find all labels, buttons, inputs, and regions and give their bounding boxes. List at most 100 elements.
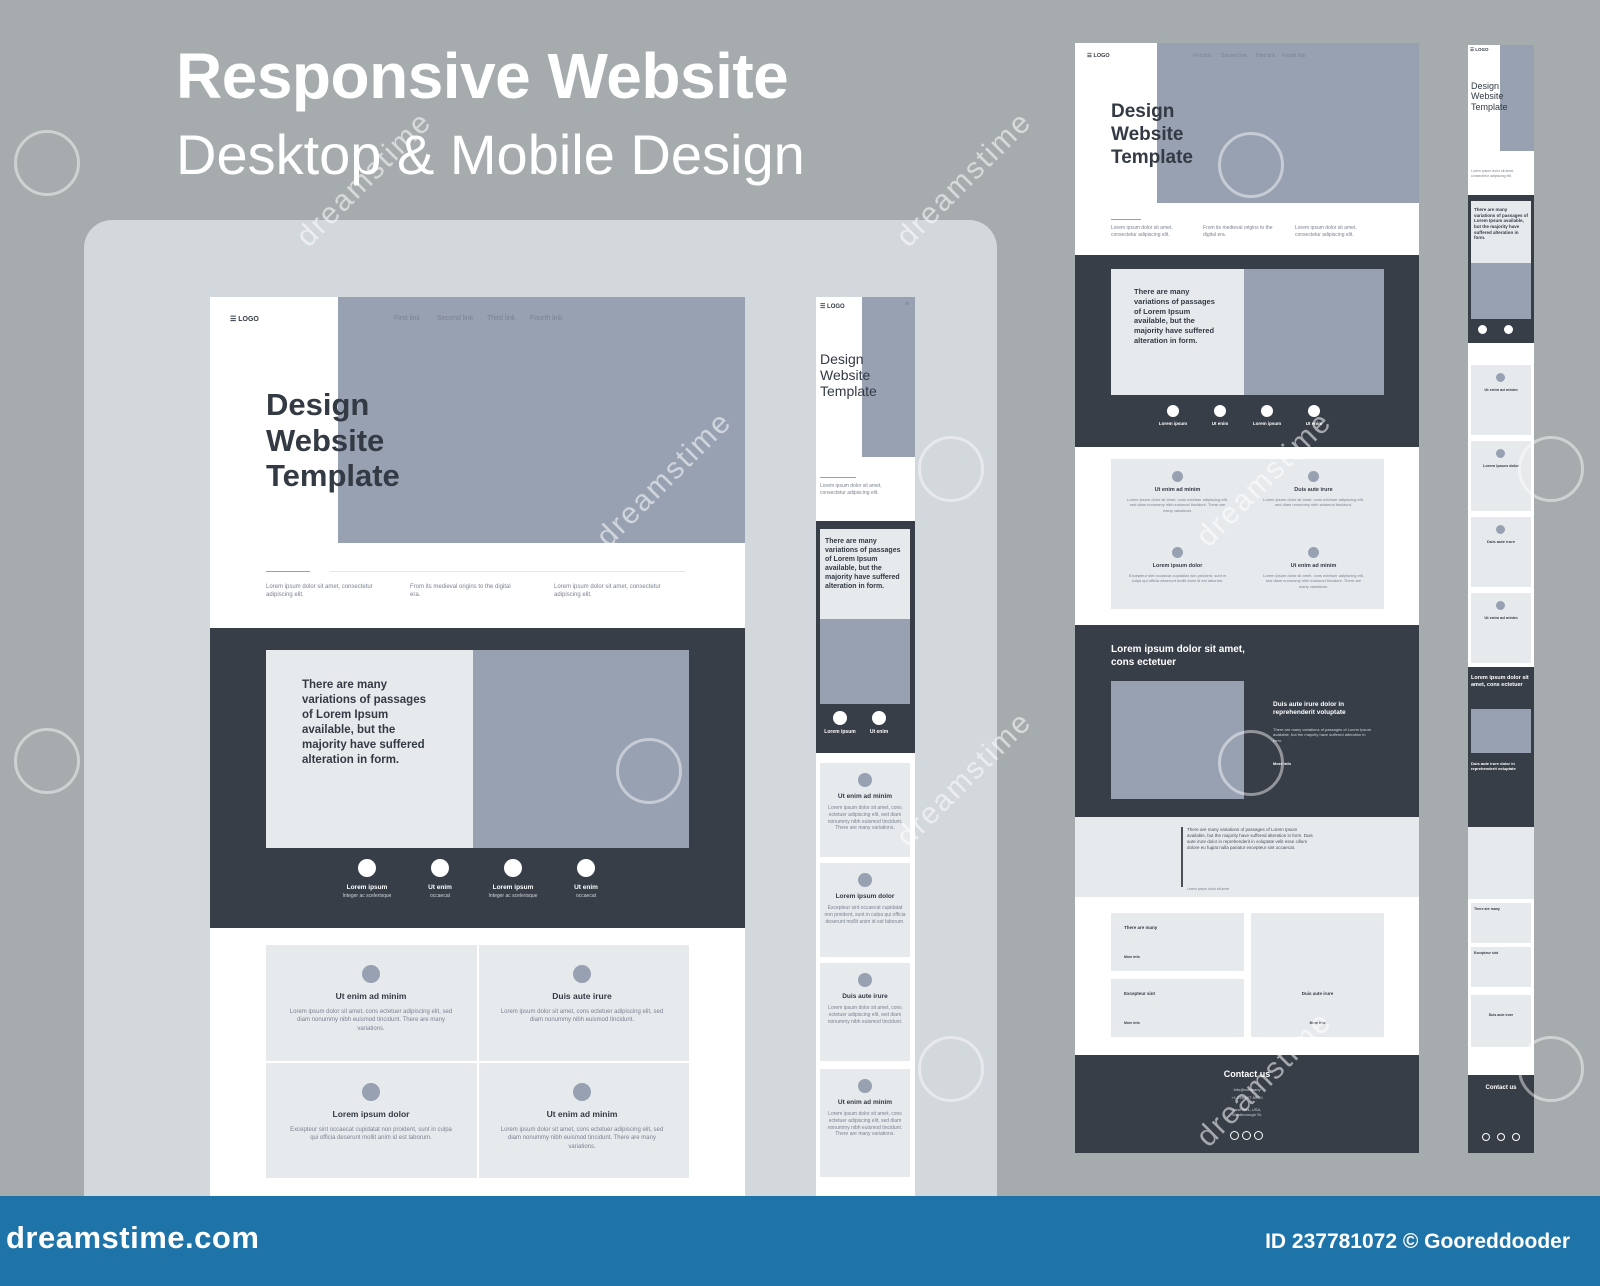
card-title-2: Duis aute irure [552, 991, 612, 1001]
card-title-3: Lorem ipsum dolor [332, 1109, 410, 1119]
watermark-spiral-icon [1218, 730, 1284, 796]
divider [330, 571, 685, 572]
tablet-article-subheading: Duis aute irure dolor in reprehenderit v… [1273, 701, 1346, 717]
tablet-small-card-more-1[interactable]: More info [1124, 955, 1140, 959]
tablet-nav-1[interactable]: First link [1193, 53, 1212, 59]
narrow-small-card-1 [1471, 903, 1531, 943]
tablet-intro-1: Lorem ipsum dolor sit amet, consectetur … [1111, 225, 1173, 238]
tablet-small-card-title-1: There are many [1124, 925, 1158, 930]
tablet-small-card-more-2[interactable]: More info [1124, 1021, 1140, 1025]
narrow-intro: Lorem ipsum dolor sit amet, consectetur … [1471, 169, 1515, 178]
feature-text-box [266, 650, 473, 848]
tablet-nav-3[interactable]: Third link [1255, 53, 1276, 59]
narrow-contact-title: Contact us [1485, 1085, 1517, 1091]
tablet-quote-link[interactable]: Lorem ipsum dolor sit amet [1187, 887, 1230, 891]
logo[interactable]: ☰ LOGO [230, 316, 259, 323]
tablet-contact-line-1: Info@company [1233, 1087, 1261, 1092]
tablet-card-title-2: Duis aute irure [1294, 487, 1333, 493]
card-icon-3 [362, 1083, 380, 1101]
tablet-small-card-more-3[interactable]: More info [1309, 1021, 1326, 1025]
mobile-logo[interactable]: ☰ LOGO [820, 304, 845, 310]
tablet-contact-line-2: +1 234 567 89 90 [1231, 1095, 1263, 1100]
divider [266, 571, 310, 572]
narrow-small-card-3 [1471, 995, 1531, 1047]
tablet-small-card-2 [1251, 913, 1384, 1037]
tablet-card-text-3: Excepteur sint occaecat cupidatat non pr… [1128, 573, 1227, 584]
tablet-nav-4[interactable]: Fourth link [1282, 53, 1306, 59]
mobile-icon-2 [872, 711, 886, 725]
icon-circle-2 [431, 859, 449, 877]
icon-sub-4: occaecat [575, 893, 596, 899]
intro-column-2: From its medieval origins to the digital… [410, 584, 511, 599]
tablet-quote-section [1075, 817, 1419, 897]
card-text-4: Lorem ipsum dolor sit amet, cons ectetue… [500, 1127, 664, 1150]
tablet-nav-2[interactable]: Second link [1221, 53, 1247, 59]
watermark-spiral-icon [1518, 436, 1584, 502]
mobile-card-title-1: Ut enim ad minim [837, 793, 893, 800]
tablet-card-text-1: Lorem ipsum dolor sit amet, cons ectetue… [1127, 497, 1228, 513]
nav-link-third[interactable]: Third link [487, 315, 516, 322]
narrow-small-card-title-1: There are many [1474, 907, 1500, 911]
mobile-feature-section: There are many variations of passages of… [816, 521, 915, 753]
nav-link-second[interactable]: Second link [437, 315, 474, 322]
social-icon-3[interactable] [1254, 1131, 1263, 1140]
divider [1111, 219, 1141, 220]
tablet-contact-section: Contact us Info@company +1 234 567 89 90… [1075, 1055, 1419, 1153]
tablet-intro-3: Lorem ipsum dolor sit amet, consectetur … [1295, 225, 1357, 238]
mobile-feature-text: There are many variations of passages of… [825, 538, 901, 591]
tablet-small-card-1 [1111, 913, 1244, 971]
narrow-feature-text: There are many variations of passages of… [1474, 207, 1529, 241]
nav-link-fourth[interactable]: Fourth link [530, 315, 563, 322]
mobile-card-icon-4 [858, 1079, 872, 1093]
tablet-card-text-2: Lorem ipsum dolor sit amet, cons ectetue… [1263, 497, 1364, 508]
mobile-card-icon-1 [858, 773, 872, 787]
mobile-icon-label-2: Ut enim [869, 729, 889, 735]
icon-label-2: Ut enim [428, 884, 452, 891]
tablet-contact-title: Contact us [1223, 1069, 1271, 1079]
narrow-card-icon-3 [1496, 525, 1505, 534]
narrow-social-icon-1[interactable] [1482, 1133, 1490, 1141]
footer-bar: dreamstime.com ID 237781072 © Gooreddood… [0, 1196, 1600, 1286]
nav-link-first[interactable]: First link [394, 315, 421, 322]
feature-text: There are many variations of passages of… [302, 679, 426, 766]
narrow-contact-section: Contact us [1468, 1075, 1534, 1153]
watermark-spiral-icon [918, 436, 984, 502]
mobile-icon-label-1: Lorem ipsum [824, 729, 856, 735]
tablet-feature-box [1111, 269, 1244, 395]
mobile-card-text-2: Excepteur sint occaecat cupidatat non pr… [824, 905, 906, 925]
narrow-card-title-2: Lorem ipsum dolor [1482, 463, 1520, 468]
icon-circle-3 [504, 859, 522, 877]
mobile-card-icon-3 [858, 973, 872, 987]
tablet-icon-label-2: Ut enim [1211, 421, 1229, 426]
narrow-card-icon-2 [1496, 449, 1505, 458]
tablet-contact-line-3: New York, USA, Westborough St. [1232, 1107, 1262, 1117]
tablet-page: ☰ LOGO First link Second link Third link… [1075, 43, 1419, 1153]
watermark-spiral-icon [616, 738, 682, 804]
narrow-social-icon-3[interactable] [1512, 1133, 1520, 1141]
tablet-card-text-4: Lorem ipsum dolor sit amet, cons ectetue… [1263, 573, 1364, 589]
icon-sub-2: occaecat [429, 893, 450, 899]
divider [820, 477, 856, 478]
social-icon-1[interactable] [1230, 1131, 1239, 1140]
tablet-icon-label-4: Ut enim [1305, 421, 1323, 426]
mobile-card-title-3: Duis aute irure [842, 993, 888, 1000]
mobile-card-title-4: Ut enim ad minim [837, 1099, 893, 1106]
narrow-card-title-3: Duis aute irure [1486, 539, 1515, 544]
narrow-logo[interactable]: ☰ LOGO [1470, 47, 1489, 52]
card-icon-2 [573, 965, 591, 983]
mobile-card-text-4: Lorem ipsum dolor sit amet, cons ectetue… [827, 1111, 903, 1138]
card-divider-h [266, 1061, 689, 1063]
narrow-feature-image [1471, 263, 1531, 319]
menu-icon[interactable]: ≡ [905, 301, 910, 308]
tablet-icon-4 [1308, 405, 1320, 417]
tablet-logo[interactable]: ☰ LOGO [1087, 53, 1110, 59]
narrow-icon-2 [1504, 325, 1513, 334]
tablet-hero-image [1157, 43, 1419, 203]
narrow-feature-box [1471, 201, 1531, 263]
narrow-small-card-title-3: Duis aute irure [1488, 1013, 1514, 1017]
narrow-social-icon-2[interactable] [1497, 1133, 1505, 1141]
social-icon-2[interactable] [1242, 1131, 1251, 1140]
